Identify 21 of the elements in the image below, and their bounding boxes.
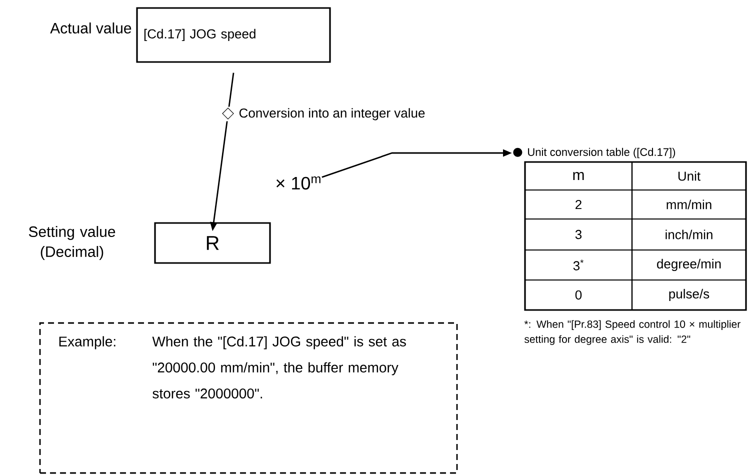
table-value: 3 xyxy=(575,230,582,240)
footnote-text: *: When "[Pr.83] Speed control 10 × multiplier setting for degree axis" is valid: "2" xyxy=(524,320,740,345)
table-value: degree/min xyxy=(657,258,721,272)
table-value: 0 xyxy=(575,290,582,300)
table-value: 2 xyxy=(576,200,582,210)
multiplier-text: × 10$^{m}$ xyxy=(276,176,320,190)
table-value: mm/min xyxy=(666,200,712,210)
table-title: Unit conversion table ([Cd.17]) xyxy=(513,148,676,158)
example-text: When the "[Cd.17] JOG speed" is set as "20000.00 mm/min", the buffer memory stores "2000000". xyxy=(152,336,406,398)
example-label: Example: xyxy=(59,336,116,350)
table-value: pulse/s xyxy=(669,288,710,302)
column-header: m xyxy=(573,172,584,180)
side-label: Actual value xyxy=(50,22,132,34)
value-box: [Cd.17] JOG speed xyxy=(136,7,331,63)
value-box: R xyxy=(154,222,271,264)
table-value: inch/min xyxy=(666,230,712,240)
edge-label: Conversion into an integer value xyxy=(221,106,426,122)
side-label: Setting value (Decimal) xyxy=(28,226,116,260)
table-value: 3$^{*}$ xyxy=(573,260,584,270)
example-note-box xyxy=(39,322,458,474)
column-header: Unit xyxy=(678,171,700,181)
